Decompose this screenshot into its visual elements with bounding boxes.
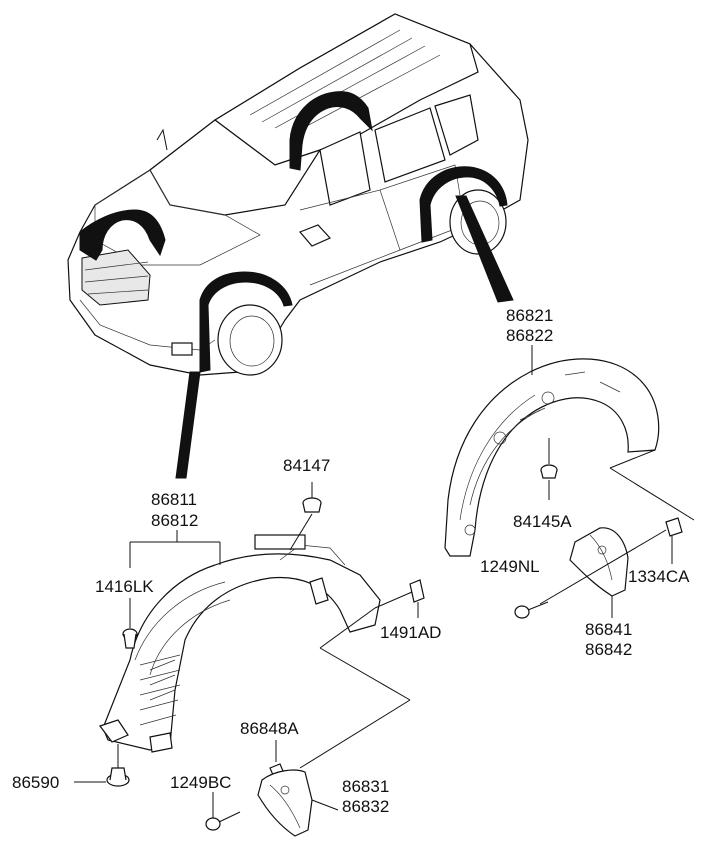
label-86821: 86821 [506, 306, 553, 325]
label-86812: 86812 [151, 511, 198, 530]
part-labels: 86821 86822 84147 86811 86812 1416LK 841… [12, 306, 690, 816]
label-86590: 86590 [12, 773, 59, 792]
label-86822: 86822 [506, 326, 553, 345]
label-1249bc: 1249BC [170, 773, 231, 792]
grommet-86590 [106, 767, 130, 787]
label-1491ad: 1491AD [380, 623, 441, 642]
label-1416lk: 1416LK [95, 577, 154, 596]
label-86848a: 86848A [240, 719, 299, 738]
label-86842: 86842 [585, 640, 632, 659]
label-86831: 86831 [342, 777, 389, 796]
mud-guard-rear [569, 527, 629, 597]
nut-84147 [302, 497, 322, 513]
label-86841: 86841 [585, 620, 632, 639]
label-1334ca: 1334CA [628, 567, 690, 586]
screw-1249nl [514, 601, 549, 619]
label-84147: 84147 [283, 456, 330, 475]
vehicle-illustration [67, 13, 529, 479]
clip-1416lk [122, 628, 138, 649]
label-86832: 86832 [342, 797, 389, 816]
clip-1334ca [665, 517, 683, 537]
screw-1249bc [205, 811, 241, 831]
front-wheel-guard [99, 534, 381, 753]
leader-lines [74, 345, 695, 818]
label-84145a: 84145A [513, 512, 572, 531]
label-1249nl: 1249NL [480, 557, 540, 576]
mud-guard-front [257, 769, 313, 837]
nut-84145a [540, 464, 558, 479]
label-86811: 86811 [151, 490, 197, 509]
clip-1491ad [409, 579, 425, 603]
